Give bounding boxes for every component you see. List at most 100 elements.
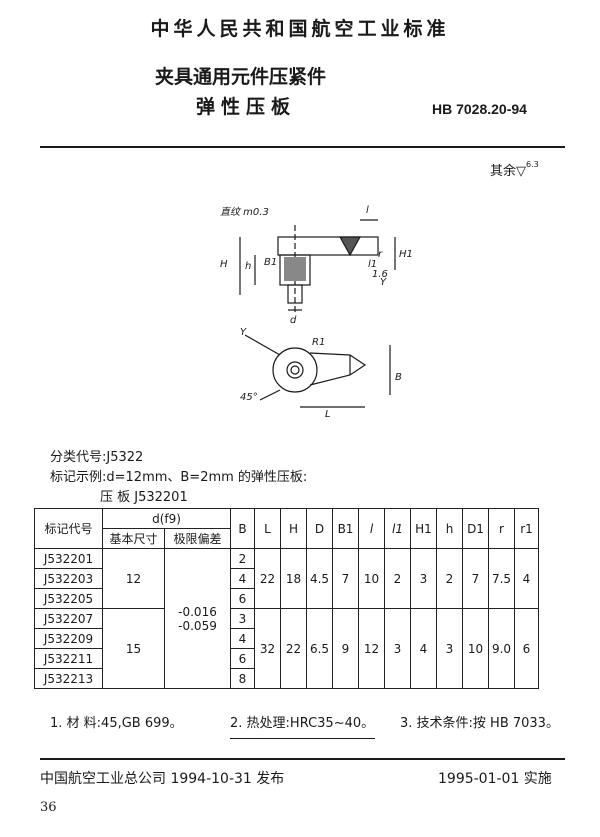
note-material: 1. 材 料:45,GB 699。 <box>50 716 183 731</box>
title-line2: 弹性压板 <box>196 96 297 118</box>
mark-code: J532213 <box>34 668 103 689</box>
surface-roughness-note: 其余▽6.3 <box>490 160 539 179</box>
l1-group2: 3 <box>384 608 411 689</box>
technical-drawing: 直纹 m0.3 H h B1 H1 d L l l1 r R1 B 45° Y … <box>220 205 413 420</box>
col-header-d: d(f9) <box>102 508 231 529</box>
col-header-d-basic: 基本尺寸 <box>102 528 165 549</box>
dim-r: r <box>378 249 383 260</box>
col-header-H: H <box>280 508 307 549</box>
dim-h: h <box>245 261 251 272</box>
table-row: J532205 6 <box>34 588 539 609</box>
mark-code: J532201 <box>34 548 103 569</box>
r1-group1: 4 <box>514 548 539 609</box>
dim-B1-front: B1 <box>264 257 277 268</box>
B-value: 4 <box>230 628 255 649</box>
B1-group1: 7 <box>332 548 359 609</box>
mark-code: J532205 <box>34 588 103 609</box>
standard-org-header: 中华人民共和国航空工业标准 <box>150 18 450 40</box>
mark-code: J532203 <box>34 568 103 589</box>
B-value: 6 <box>230 648 255 669</box>
title-line1: 夹具通用元件压紧件 <box>155 66 327 88</box>
tolerance-lower: -0.059 <box>178 618 217 633</box>
header-rule <box>40 146 565 148</box>
h-group2: 3 <box>436 608 463 689</box>
col-header-B: B <box>230 508 255 549</box>
mark-code: J532211 <box>34 648 103 669</box>
roughness-label: 其余 <box>490 164 517 179</box>
dim-chamfer: 45° <box>240 392 258 403</box>
D-group1: 4.5 <box>306 548 333 609</box>
col-header-D1: D1 <box>462 508 489 549</box>
notes-underline <box>230 738 375 739</box>
roughness-1-6: 1.6 <box>372 269 388 280</box>
table-row: J532203 4 <box>34 568 539 589</box>
standard-number: HB 7028.20-94 <box>432 101 527 117</box>
col-header-D: D <box>306 508 333 549</box>
dim-l: l <box>366 205 369 216</box>
B-value: 6 <box>230 588 255 609</box>
B-value: 2 <box>230 548 255 569</box>
table-subheader-row: 基本尺寸 极限偏差 <box>35 528 539 549</box>
effective-date: 1995-01-01 实施 <box>438 771 552 787</box>
marking-example-line1: 标记示例:d=12mm、B=2mm 的弹性压板: <box>50 470 308 485</box>
dim-H1: H1 <box>399 249 413 260</box>
issue-date: 中国航空工业总公司 1994-10-31 发布 <box>40 771 285 787</box>
l-group2: 12 <box>358 608 385 689</box>
roughness-symbol-icon: ▽ <box>516 164 527 179</box>
D1-group1: 7 <box>462 548 489 609</box>
L-group2: 32 <box>254 608 281 689</box>
marking-example-line2: 压 板 J532201 <box>100 490 188 505</box>
D1-group2: 10 <box>462 608 489 689</box>
dimension-table: 标记代号 d(f9) B L H D B1 l l1 H1 h D1 r r1 … <box>34 508 539 689</box>
dim-H: H <box>220 259 228 270</box>
l1-group1: 2 <box>384 548 411 609</box>
d-basic-group1: 12 <box>102 548 165 609</box>
col-header-l: l <box>358 508 385 549</box>
H1-group2: 4 <box>410 608 437 689</box>
L-group1: 22 <box>254 548 281 609</box>
col-header-l1: l1 <box>384 508 411 549</box>
dim-B: B <box>395 372 402 383</box>
dim-d: d <box>290 315 297 326</box>
dim-R1: R1 <box>312 337 325 348</box>
footer-rule <box>40 758 565 760</box>
h-group1: 2 <box>436 548 463 609</box>
d-basic-group2: 15 <box>102 608 165 689</box>
dim-L: L <box>325 409 331 420</box>
col-header-h: h <box>436 508 463 549</box>
col-header-d-tol: 极限偏差 <box>164 528 231 549</box>
l-group1: 10 <box>358 548 385 609</box>
mark-code: J532209 <box>34 628 103 649</box>
d-tolerance: -0.016 -0.059 <box>164 548 231 689</box>
mark-code: J532207 <box>34 608 103 629</box>
roughness-value: 6.3 <box>526 160 539 169</box>
section-Y-2: Y <box>380 277 387 288</box>
H-group2: 22 <box>280 608 307 689</box>
col-header-r1: r1 <box>514 508 539 549</box>
B1-group2: 9 <box>332 608 359 689</box>
table-row: J532207 15 3 32 22 6.5 9 12 3 4 3 10 9.0… <box>34 608 539 689</box>
r-group2: 9.0 <box>488 608 515 689</box>
B-value: 4 <box>230 568 255 589</box>
classification-code: 分类代号:J5322 <box>50 450 144 465</box>
table-row: J532209 4 <box>34 628 539 649</box>
note-heat-treatment: 2. 热处理:HRC35~40。 <box>230 716 375 731</box>
dim-l1: l1 <box>368 259 377 270</box>
r-group1: 7.5 <box>488 548 515 609</box>
H1-group1: 3 <box>410 548 437 609</box>
note-technical-conditions: 3. 技术条件:按 HB 7033。 <box>400 716 559 731</box>
plate-body <box>277 236 379 256</box>
r1-group2: 6 <box>514 608 539 689</box>
tolerance-upper: -0.016 <box>178 604 217 619</box>
col-header-L: L <box>254 508 281 549</box>
table-row: J532201 12 -0.016 -0.059 2 22 18 4.5 7 1… <box>34 548 539 689</box>
B-value: 3 <box>230 608 255 629</box>
col-header-H1: H1 <box>410 508 437 549</box>
col-header-B1: B1 <box>332 508 359 549</box>
col-header-mark: 标记代号 <box>34 508 103 549</box>
page-number: 36 <box>40 800 57 815</box>
B-value: 8 <box>230 668 255 689</box>
table-header-row: 标记代号 d(f9) B L H D B1 l l1 H1 h D1 r r1 <box>34 508 539 549</box>
knurl-label: 直纹 m0.3 <box>220 206 269 218</box>
col-header-r: r <box>488 508 515 549</box>
